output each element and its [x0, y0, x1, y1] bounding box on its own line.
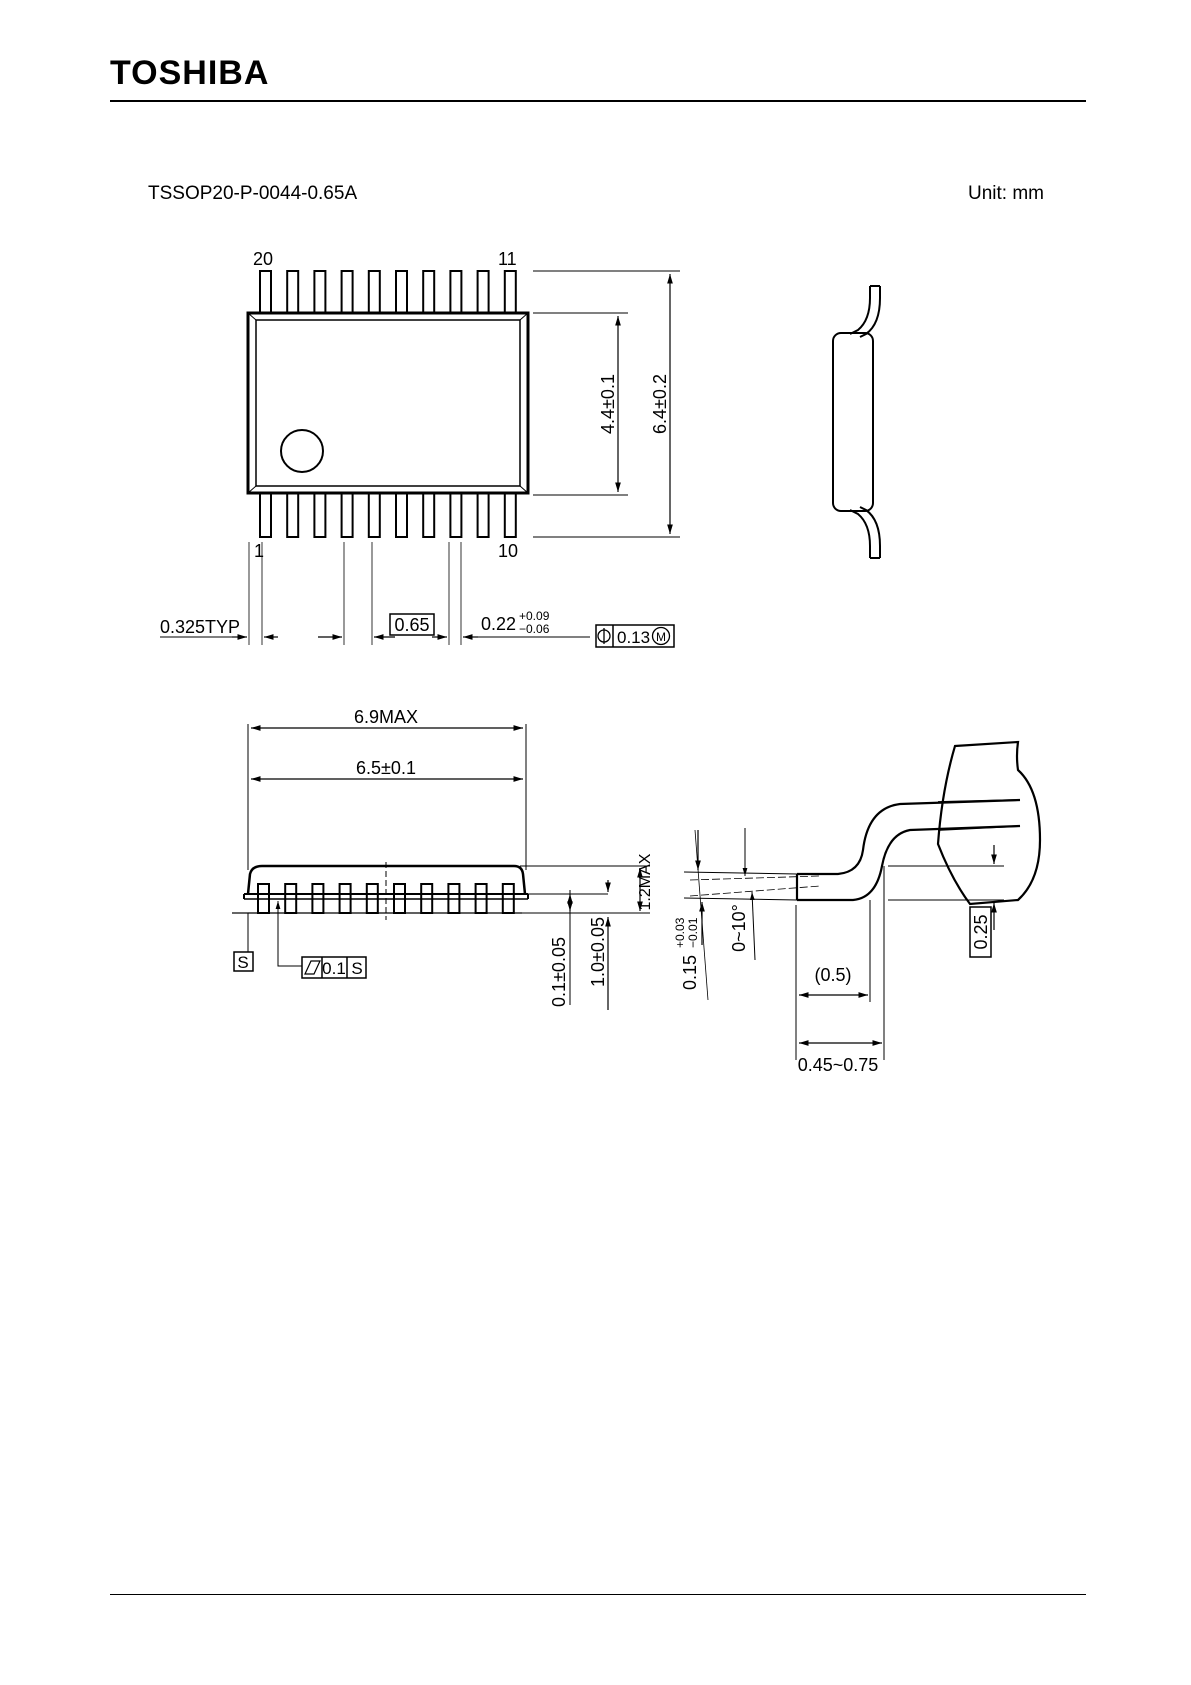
- dim-foot-ref: (0.5): [814, 965, 851, 985]
- position-tolerance-value: 0.13: [617, 628, 650, 647]
- pin-label-1: 1: [254, 541, 264, 561]
- dim-standoff: 0.1±0.05: [549, 937, 569, 1007]
- dim-lead-thickness-tol-minus: −0.01: [686, 917, 700, 948]
- dim-lead-thickness: 0.15: [680, 955, 700, 990]
- dim-body-width: 4.4±0.1: [598, 374, 618, 434]
- dim-total-width: 6.4±0.2: [650, 374, 670, 434]
- dim-max-height: 1.2MAX: [637, 853, 654, 910]
- mmc-modifier: M: [656, 630, 666, 644]
- lead-top: [478, 271, 489, 313]
- top-view: [160, 271, 680, 647]
- lead-detail-text: 0.15 +0.03 −0.01 0~10° 0.25 (0.5) 0.45~0…: [673, 904, 991, 1075]
- lead-bottom: [287, 493, 298, 537]
- top-leads: [260, 271, 516, 313]
- lead-bottom: [478, 493, 489, 537]
- lead-detail: [684, 742, 1040, 1060]
- lead-bottom: [369, 493, 380, 537]
- lead-bottom: [505, 493, 516, 537]
- dim-max-length: 6.9MAX: [354, 707, 418, 727]
- dim-body-height: 1.0±0.05: [588, 917, 608, 987]
- lead-bottom: [260, 493, 271, 537]
- package-body-inner: [256, 320, 520, 486]
- lead-top: [287, 271, 298, 313]
- lead-top: [423, 271, 434, 313]
- dim-gauge: 0.25: [971, 914, 991, 949]
- lead-top: [505, 271, 516, 313]
- dim-body-length: 6.5±0.1: [356, 758, 416, 778]
- lead-bottom: [314, 493, 325, 537]
- bottom-leads: [260, 493, 516, 537]
- dim-foot-length: 0.45~0.75: [798, 1055, 879, 1075]
- lead-top: [369, 271, 380, 313]
- lead-bottom: [342, 493, 353, 537]
- dim-lead-thickness-tol-plus: +0.03: [673, 917, 687, 948]
- dim-lead-angle: 0~10°: [729, 904, 749, 952]
- lead-bottom: [423, 493, 434, 537]
- side-body: [833, 333, 873, 511]
- lead-top: [396, 271, 407, 313]
- dim-lead-width: 0.22: [481, 614, 516, 634]
- dim-lead-width-tol-plus: +0.09: [519, 609, 550, 623]
- body-fragment: [938, 742, 1040, 904]
- pin-label-20: 20: [253, 249, 273, 269]
- top-view-text: 20 11 1 10 4.4±0.1 6.4±0.2 0.325TYP 0.65…: [160, 249, 670, 647]
- lead-top: [342, 271, 353, 313]
- lead-bottom: [450, 493, 461, 537]
- lead-bottom: [396, 493, 407, 537]
- side-view: [833, 286, 880, 558]
- dim-lead-width-tol-minus: −0.06: [519, 622, 550, 636]
- lead-top: [314, 271, 325, 313]
- pin-label-10: 10: [498, 541, 518, 561]
- dim-pitch-offset: 0.325TYP: [160, 617, 240, 637]
- flatness-value: 0.1: [322, 959, 346, 978]
- pin-label-11: 11: [498, 249, 517, 269]
- front-view-text: 6.9MAX 6.5±0.1 1.2MAX 0.1±0.05 1.0±0.05 …: [237, 707, 654, 1007]
- lead-top: [450, 271, 461, 313]
- pin1-indicator: [281, 430, 323, 472]
- dim-pitch: 0.65: [394, 615, 429, 635]
- flatness-datum: S: [351, 959, 362, 978]
- package-body-outline: [248, 313, 528, 493]
- datum-s-label: S: [237, 953, 248, 972]
- lead-top: [260, 271, 271, 313]
